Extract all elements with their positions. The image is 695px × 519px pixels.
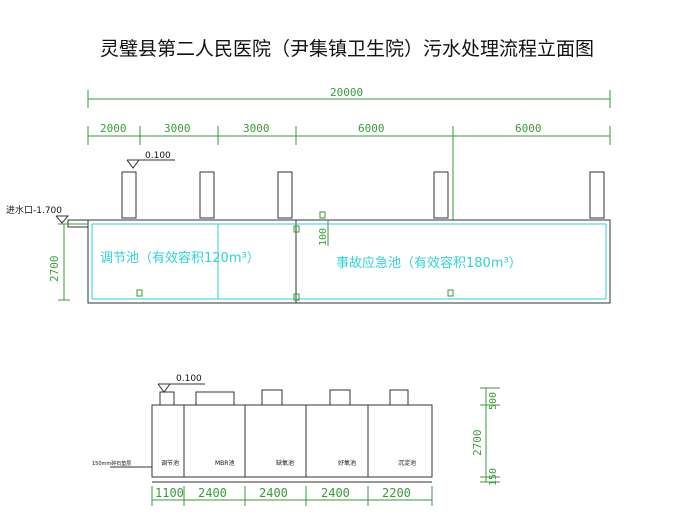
tank-inner-lines [91,223,607,300]
inlet-label: 进水口-1.700 [6,204,62,216]
chamber-label-3: 缺氧池 [276,459,294,467]
width-dim-4: 2400 [321,486,350,500]
lower-elevation: 0.100 调节池 MBR池 缺氧池 好氧池 沉淀池 150mm碎石垫层 [92,374,500,506]
chamber-label-4: 好氧池 [338,459,356,467]
segment-dim-1: 2000 [100,122,127,135]
vent-pipes [121,171,605,219]
elevation-mark-label: 0.100 [145,151,171,161]
segment-dimension-line [87,126,611,220]
height-dim-label: 2700 [48,256,61,283]
right-dim-2: 2700 [471,430,484,457]
bottom-width-dimension [151,486,433,506]
elevation-marker [126,159,175,169]
total-dimension [87,90,611,108]
width-dim-2: 2400 [198,486,227,500]
width-dim-1: 1100 [155,486,184,500]
segment-dim-2: 3000 [164,122,191,135]
base-label: 150mm碎石垫层 [92,460,131,467]
tank-left-label: 调节池（有效容积120m³） [100,250,260,266]
chambers-outline [110,404,433,483]
segment-dim-5: 6000 [515,122,542,135]
chamber-label-2: MBR池 [215,459,234,467]
right-dim-1: 500 [488,392,499,410]
tank-right-label: 事故应急池（有效容积180m³） [336,255,522,271]
chamber-label-1: 调节池 [161,459,179,467]
height-dimension [58,223,88,301]
lower-elevation-marker [157,383,205,393]
segment-dim-4: 6000 [358,122,385,135]
width-dim-5: 2200 [382,486,411,500]
upper-elevation: 20000 2000 3000 3000 6000 6000 [6,86,611,304]
right-dim-3: 150 [488,468,499,486]
right-height-dimension [480,387,500,483]
chamber-label-5: 沉淀池 [398,459,416,467]
width-dim-3: 2400 [259,486,288,500]
lower-elevation-label: 0.100 [176,374,202,384]
drawing-title: 灵璧县第二人民医院（尹集镇卫生院）污水处理流程立面图 [100,38,594,60]
total-dimension-label: 20000 [330,86,363,99]
small-fittings [136,211,454,301]
segment-dim-3: 3000 [243,122,270,135]
top-fittings [159,389,409,406]
inlet-marker [55,215,89,228]
pipe-dim-label: 100 [318,228,329,246]
